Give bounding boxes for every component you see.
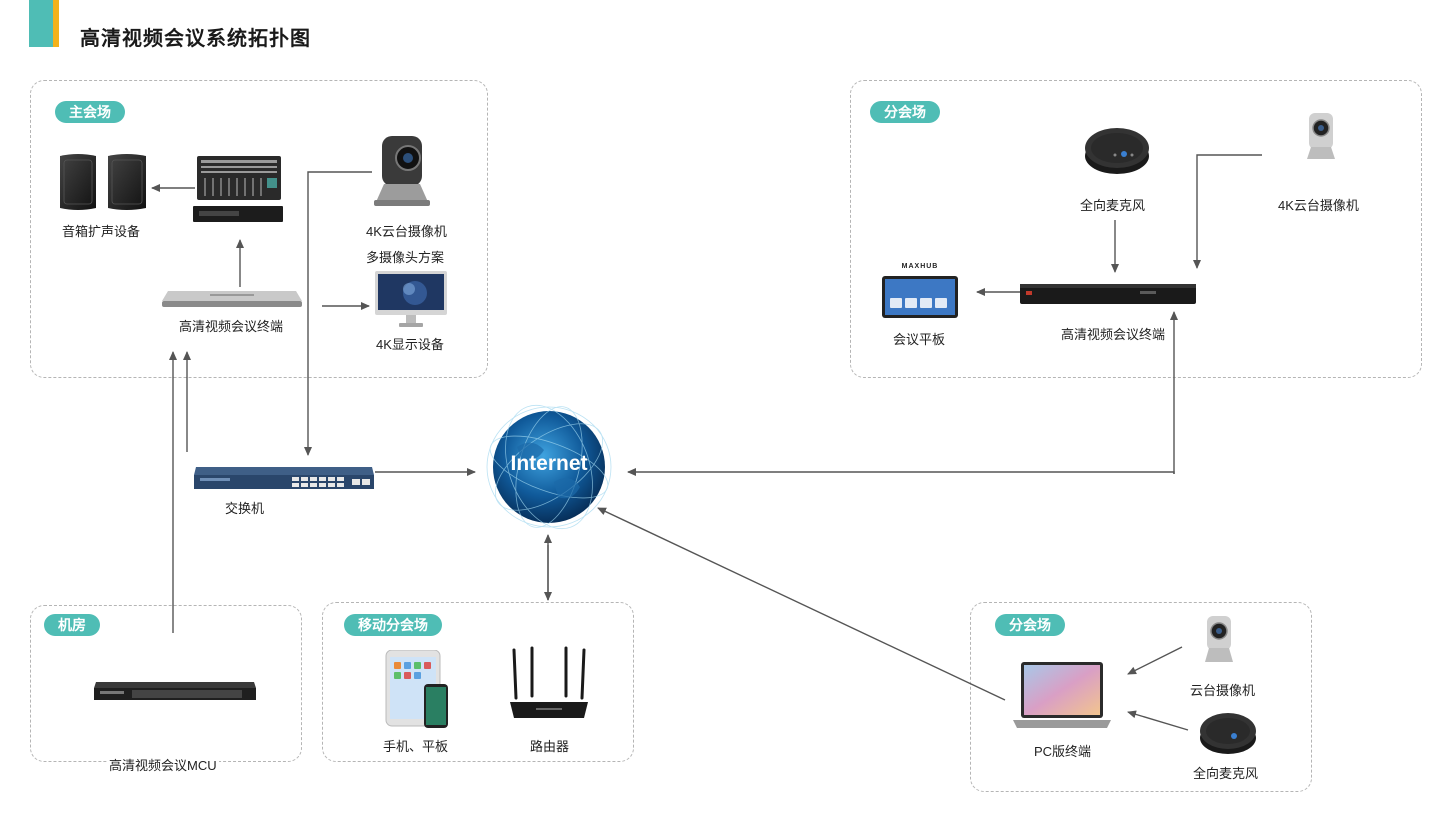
title-accent-bar — [29, 0, 53, 47]
router-icon — [510, 646, 588, 718]
label-pc-terminal: PC版终端 — [1034, 744, 1092, 759]
label-maxhub-brand: MAXHUB — [901, 263, 939, 270]
tag-mobile-branch: 移动分会场 — [344, 614, 442, 636]
tag-machine-room: 机房 — [44, 614, 100, 636]
omni-microphone-icon — [1085, 128, 1149, 174]
tag-main-venue: 主会场 — [55, 101, 125, 123]
video-terminal-icon — [162, 291, 302, 307]
title-accent-stripe — [53, 0, 59, 47]
label-camera-4k-top: 4K云台摄像机 — [1278, 198, 1359, 213]
internet-globe-icon — [486, 404, 612, 530]
label-ptz-camera: 云台摄像机 — [1190, 683, 1256, 698]
phone-tablet-icon — [385, 650, 448, 728]
label-mcu: 高清视频会议MCU — [107, 755, 219, 774]
tag-branch-bottom: 分会场 — [995, 614, 1065, 636]
label-terminal-branch: 高清视频会议终端 — [1061, 327, 1166, 342]
zone-main-venue — [30, 80, 488, 378]
label-omni-mic-top: 全向麦克风 — [1080, 198, 1146, 213]
tag-branch-top: 分会场 — [870, 101, 940, 123]
zone-mobile-branch — [322, 602, 634, 762]
camera-4k-icon — [374, 136, 430, 206]
label-multi-camera: 多摄像头方案 — [366, 250, 445, 265]
zone-branch-top — [850, 80, 1422, 378]
audio-mixer-icon — [193, 156, 283, 222]
video-terminal-branch-icon — [1020, 284, 1196, 304]
label-internet: Internet — [510, 452, 588, 475]
zone-branch-bottom — [970, 602, 1312, 792]
label-display-4k: 4K显示设备 — [376, 337, 444, 352]
label-phone-tablet: 手机、平板 — [383, 739, 449, 754]
label-camera-4k: 4K云台摄像机 — [366, 224, 447, 239]
omni-microphone-bottom-icon — [1200, 713, 1256, 754]
meeting-tablet-icon — [882, 276, 958, 318]
network-switch-icon — [194, 467, 374, 489]
label-switch: 交换机 — [225, 501, 265, 516]
label-meeting-tablet: 会议平板 — [893, 332, 946, 347]
page-title: 高清视频会议系统拓扑图 — [80, 28, 311, 50]
camera-4k-branch-icon — [1307, 113, 1335, 159]
display-4k-icon — [375, 271, 447, 327]
speaker-icon — [60, 154, 146, 210]
label-router: 路由器 — [530, 739, 570, 754]
label-speakers: 音箱扩声设备 — [62, 224, 141, 239]
ptz-camera-icon — [1205, 616, 1233, 662]
laptop-pc-icon — [1013, 662, 1111, 728]
label-omni-mic-bottom: 全向麦克风 — [1193, 766, 1259, 781]
label-terminal-main: 高清视频会议终端 — [179, 319, 284, 334]
mcu-server-icon — [94, 682, 256, 700]
